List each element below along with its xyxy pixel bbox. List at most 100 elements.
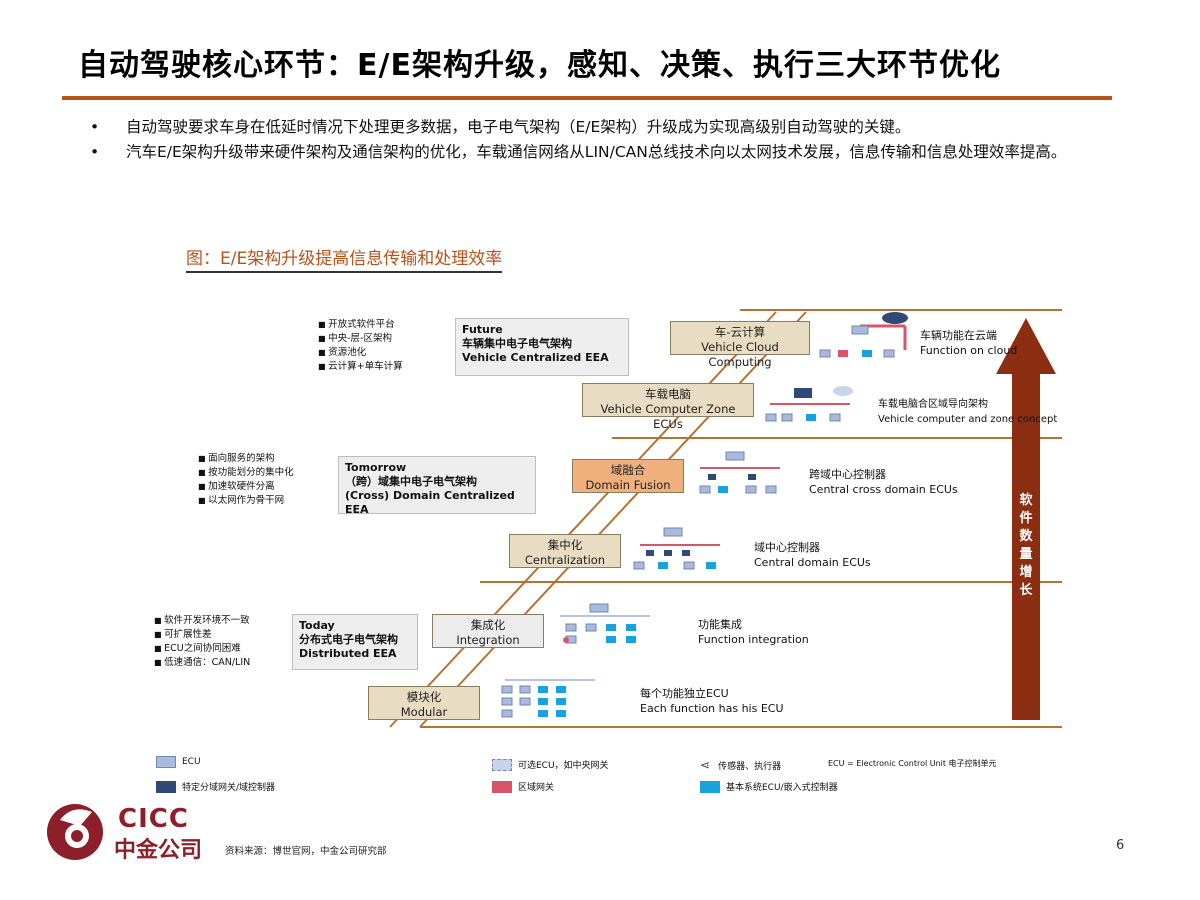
bullet-marker: • bbox=[90, 143, 100, 161]
stage-label-en: Integration bbox=[456, 633, 520, 647]
stage-description: 域中心控制器 Central domain ECUs bbox=[754, 540, 871, 570]
era-name: Tomorrow bbox=[345, 461, 407, 474]
stage-label-en: Vehicle Computer Zone ECUs bbox=[600, 402, 736, 431]
legend-item-embedded: 基本系统ECU/嵌入式控制器 bbox=[700, 780, 838, 793]
era-features-tomorrow: 面向服务的架构 按功能划分的集中化 加速软硬件分离 以太网作为骨干网 bbox=[198, 452, 294, 508]
desc-cn: 每个功能独立ECU bbox=[640, 687, 729, 700]
bullet-item: • 汽车E/E架构升级带来硬件架构及通信架构的优化，车载通信网络从LIN/CAN… bbox=[90, 141, 1100, 164]
software-growth-arrow bbox=[996, 318, 1056, 720]
era-cn: （跨）域集中电子电气架构 bbox=[345, 475, 477, 488]
legend-item-ecu: ECU bbox=[156, 756, 201, 768]
legend-item-optional-ecu: 可选ECU，如中央网关 bbox=[492, 758, 609, 771]
source-note: 资料来源：博世官网，中金公司研究部 bbox=[225, 846, 387, 857]
bullet-text: 汽车E/E架构升级带来硬件架构及通信架构的优化，车载通信网络从LIN/CAN总线… bbox=[126, 143, 1067, 161]
stage-label-en: Modular bbox=[400, 705, 448, 719]
desc-cn: 跨域中心控制器 bbox=[809, 468, 886, 481]
stage-modular: 模块化 Modular bbox=[368, 686, 480, 720]
ecu-topology-icon-domain-fusion bbox=[699, 451, 780, 494]
stage-label-cn: 集成化 bbox=[470, 618, 506, 632]
ecu-topology-icon-integration bbox=[560, 603, 650, 644]
legend-ecu-definition: ECU = Electronic Control Unit 电子控制单元 bbox=[828, 758, 997, 769]
desc-en: Function on cloud bbox=[920, 344, 1018, 357]
stage-description: 每个功能独立ECU Each function has his ECU bbox=[640, 686, 784, 716]
stair-rail bbox=[389, 311, 777, 728]
figure-title: 图：E/E架构升级提高信息传输和处理效率 bbox=[186, 244, 503, 273]
feature-item: 资源池化 bbox=[318, 346, 403, 360]
stage-integration: 集成化 Integration bbox=[432, 614, 544, 648]
era-name: Today bbox=[299, 619, 335, 632]
logo-text-latin: CICC bbox=[118, 804, 189, 834]
desc-en: Function integration bbox=[698, 633, 809, 646]
era-tomorrow: Tomorrow （跨）域集中电子电气架构 (Cross) Domain Cen… bbox=[338, 456, 536, 516]
stage-description: 跨域中心控制器 Central cross domain ECUs bbox=[809, 467, 958, 497]
stage-description: 车载电脑合区域导向架构 Vehicle computer and zone co… bbox=[878, 397, 1057, 427]
stage-vehicle-computer: 车载电脑 Vehicle Computer Zone ECUs bbox=[582, 383, 754, 431]
legend-label: ECU = Electronic Control Unit 电子控制单元 bbox=[828, 759, 997, 768]
ecu-topology-icon-vehicle-computer bbox=[765, 386, 853, 422]
zone-gateway-swatch-icon bbox=[492, 780, 512, 793]
software-growth-label: 软件数量增长 bbox=[1019, 493, 1033, 598]
optional-ecu-swatch-icon bbox=[492, 758, 512, 771]
stage-label-en: Vehicle Cloud Computing bbox=[701, 340, 779, 369]
stage-label-en: Domain Fusion bbox=[585, 478, 671, 492]
legend-item-sensor: ⋖ 传感器、执行器 bbox=[700, 758, 781, 772]
ecu-topology-icon-modular bbox=[501, 679, 595, 718]
feature-item: 低速通信：CAN/LIN bbox=[154, 656, 250, 670]
era-cn: 车辆集中电子电气架构 bbox=[462, 337, 572, 350]
bullet-item: • 自动驾驶要求车身在低延时情况下处理更多数据，电子电气架构（E/E架构）升级成… bbox=[90, 116, 1100, 139]
desc-en: Vehicle computer and zone concept bbox=[878, 414, 1058, 425]
feature-item: 中央-层-区架构 bbox=[318, 332, 403, 346]
stage-label-cn: 车载电脑 bbox=[645, 387, 691, 401]
stage-label-cn: 域融合 bbox=[610, 463, 646, 477]
feature-item: 按功能划分的集中化 bbox=[198, 466, 294, 480]
era-en: (Cross) Domain Centralized EEA bbox=[345, 489, 515, 516]
desc-en: Central domain ECUs bbox=[754, 556, 871, 569]
bullet-text: 自动驾驶要求车身在低延时情况下处理更多数据，电子电气架构（E/E架构）升级成为实… bbox=[126, 118, 911, 136]
era-future: Future 车辆集中电子电气架构 Vehicle Centralized EE… bbox=[455, 318, 629, 376]
stage-vehicle-cloud: 车-云计算 Vehicle Cloud Computing bbox=[670, 321, 810, 369]
feature-item: 云计算+单车计算 bbox=[318, 360, 402, 374]
stage-description: 车辆功能在云端 Function on cloud bbox=[920, 328, 1017, 358]
cicc-logo-mark bbox=[47, 804, 103, 860]
feature-item: 可扩展性差 bbox=[154, 628, 250, 642]
title-divider bbox=[62, 96, 1112, 100]
legend-label: 区域网关 bbox=[518, 783, 555, 793]
ecu-swatch-icon bbox=[156, 756, 176, 768]
feature-item: 开放式软件平台 bbox=[318, 318, 403, 332]
desc-en: Each function has his ECU bbox=[640, 702, 784, 715]
legend-item-zone-gateway: 区域网关 bbox=[492, 780, 554, 793]
legend-label: 可选ECU，如中央网关 bbox=[518, 761, 609, 771]
page-number: 6 bbox=[1116, 838, 1125, 853]
legend-item-gateway: 特定分域网关/域控制器 bbox=[156, 780, 275, 793]
gateway-swatch-icon bbox=[156, 780, 176, 793]
feature-item: ECU之间协同困难 bbox=[154, 642, 250, 656]
desc-cn: 车载电脑合区域导向架构 bbox=[878, 399, 988, 410]
stage-label-cn: 模块化 bbox=[406, 690, 442, 704]
era-features-today: 软件开发环境不一致 可扩展性差 ECU之间协同困难 低速通信：CAN/LIN bbox=[154, 614, 250, 670]
desc-cn: 功能集成 bbox=[698, 618, 742, 631]
era-features-future: 开放式软件平台 中央-层-区架构 资源池化 云计算+单车计算 bbox=[318, 318, 403, 374]
embedded-ecu-swatch-icon bbox=[700, 780, 720, 793]
bullet-list: • 自动驾驶要求车身在低延时情况下处理更多数据，电子电气架构（E/E架构）升级成… bbox=[90, 116, 1100, 166]
era-en: Distributed EEA bbox=[299, 647, 397, 660]
era-today: Today 分布式电子电气架构 Distributed EEA bbox=[292, 614, 418, 670]
era-en: Vehicle Centralized EEA bbox=[462, 351, 609, 364]
legend-label: 基本系统ECU/嵌入式控制器 bbox=[726, 783, 838, 793]
sensor-actuator-icon: ⋖ bbox=[700, 758, 711, 772]
bullet-marker: • bbox=[90, 118, 100, 136]
feature-item: 加速软硬件分离 bbox=[198, 480, 294, 494]
stage-label-cn: 车-云计算 bbox=[714, 325, 766, 339]
desc-en: Central cross domain ECUs bbox=[809, 483, 958, 496]
logo-text-cn: 中金公司 bbox=[114, 838, 203, 863]
era-cn: 分布式电子电气架构 bbox=[299, 633, 398, 646]
stage-centralization: 集中化 Centralization bbox=[509, 534, 621, 568]
legend-label: ECU bbox=[182, 757, 201, 767]
stage-label-cn: 集中化 bbox=[547, 538, 583, 552]
page-title: 自动驾驶核心环节：E/E架构升级，感知、决策、执行三大环节优化 bbox=[78, 48, 1001, 83]
stage-domain-fusion: 域融合 Domain Fusion bbox=[572, 459, 684, 493]
feature-item: 软件开发环境不一致 bbox=[154, 614, 250, 628]
desc-cn: 域中心控制器 bbox=[754, 541, 820, 554]
feature-item: 以太网作为骨干网 bbox=[198, 494, 294, 508]
ecu-topology-icon-cloud-computing bbox=[819, 312, 908, 358]
legend-label: 传感器、执行器 bbox=[718, 761, 782, 772]
